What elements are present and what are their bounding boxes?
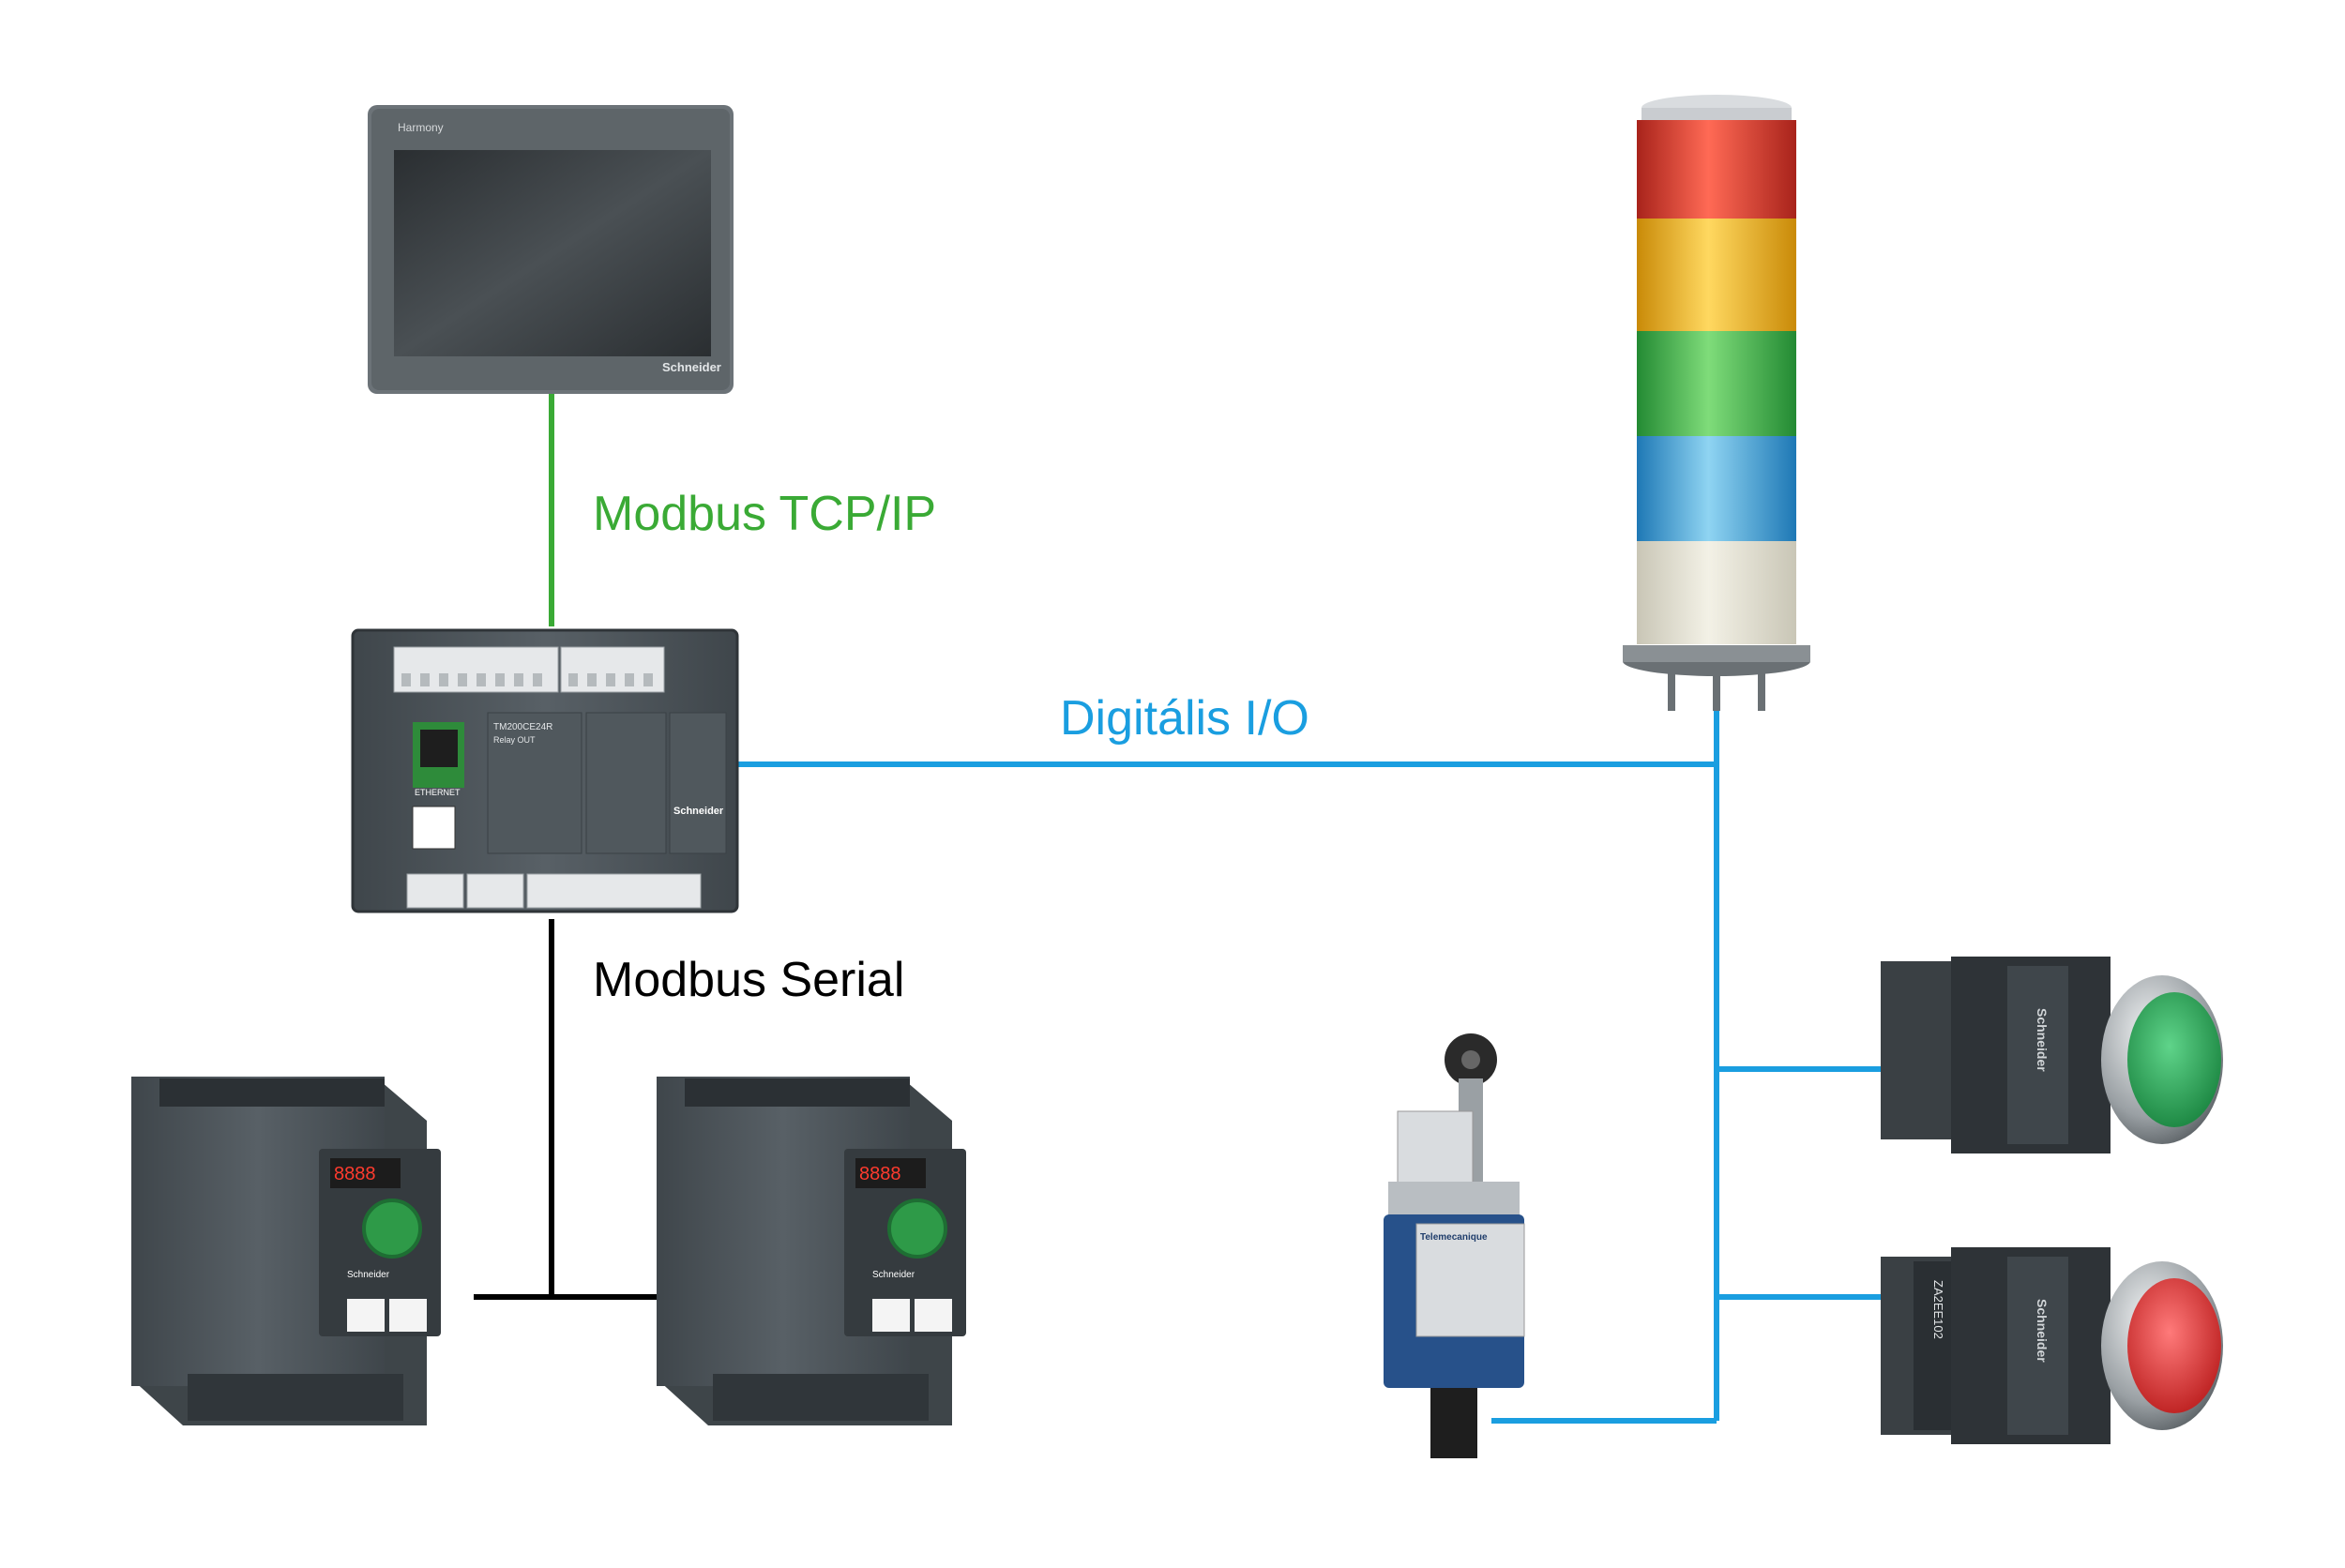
stack-blue-segment — [1637, 436, 1796, 541]
drive1-display: 8888 — [334, 1164, 376, 1184]
plc-model-label: TM200CE24R — [493, 722, 552, 732]
red-push-button: ZA2EE102 Schneider — [1881, 1247, 2223, 1444]
pushbutton-red-logo: Schneider — [2035, 1299, 2050, 1363]
plc-logo: Schneider — [673, 806, 724, 817]
stack-amber-segment — [1637, 219, 1796, 331]
digital-io-label: Digitális I/O — [1060, 691, 1309, 746]
limit-switch: Telemecanique — [1384, 1033, 1525, 1458]
plc-ethernet-label: ETHERNET — [415, 788, 461, 797]
limit-switch-brand: Telemecanique — [1420, 1232, 1488, 1243]
dio-connection-lines — [736, 696, 1881, 1424]
pushbutton-green-logo: Schneider — [2035, 1008, 2050, 1072]
green-push-button: Schneider — [1881, 957, 2223, 1153]
drive1-logo: Schneider — [347, 1270, 390, 1280]
variable-speed-drive-2: 8888 Schneider — [657, 1077, 966, 1425]
pushbutton-red-model: ZA2EE102 — [1931, 1280, 1945, 1339]
modbus-serial-label: Modbus Serial — [593, 953, 905, 1007]
stack-light-tower — [1623, 95, 1810, 711]
drive2-display: 8888 — [859, 1164, 901, 1184]
stack-red-segment — [1637, 120, 1796, 219]
hmi-touch-panel: Harmony Schneider — [368, 105, 734, 394]
plc-output-label: Relay OUT — [493, 735, 536, 745]
drive2-logo: Schneider — [872, 1270, 915, 1280]
modbus-tcp-label: Modbus TCP/IP — [593, 487, 937, 541]
variable-speed-drive-1: 8888 Schneider — [131, 1077, 441, 1425]
plc-controller: ETHERNET TM200CE24R Relay OUT Schneider — [351, 628, 739, 913]
red-button-cap — [2127, 1278, 2221, 1413]
hmi-brand-label: Harmony — [398, 121, 444, 134]
green-button-cap — [2127, 992, 2221, 1127]
hmi-logo: Schneider — [662, 360, 721, 374]
stack-green-segment — [1637, 331, 1796, 436]
